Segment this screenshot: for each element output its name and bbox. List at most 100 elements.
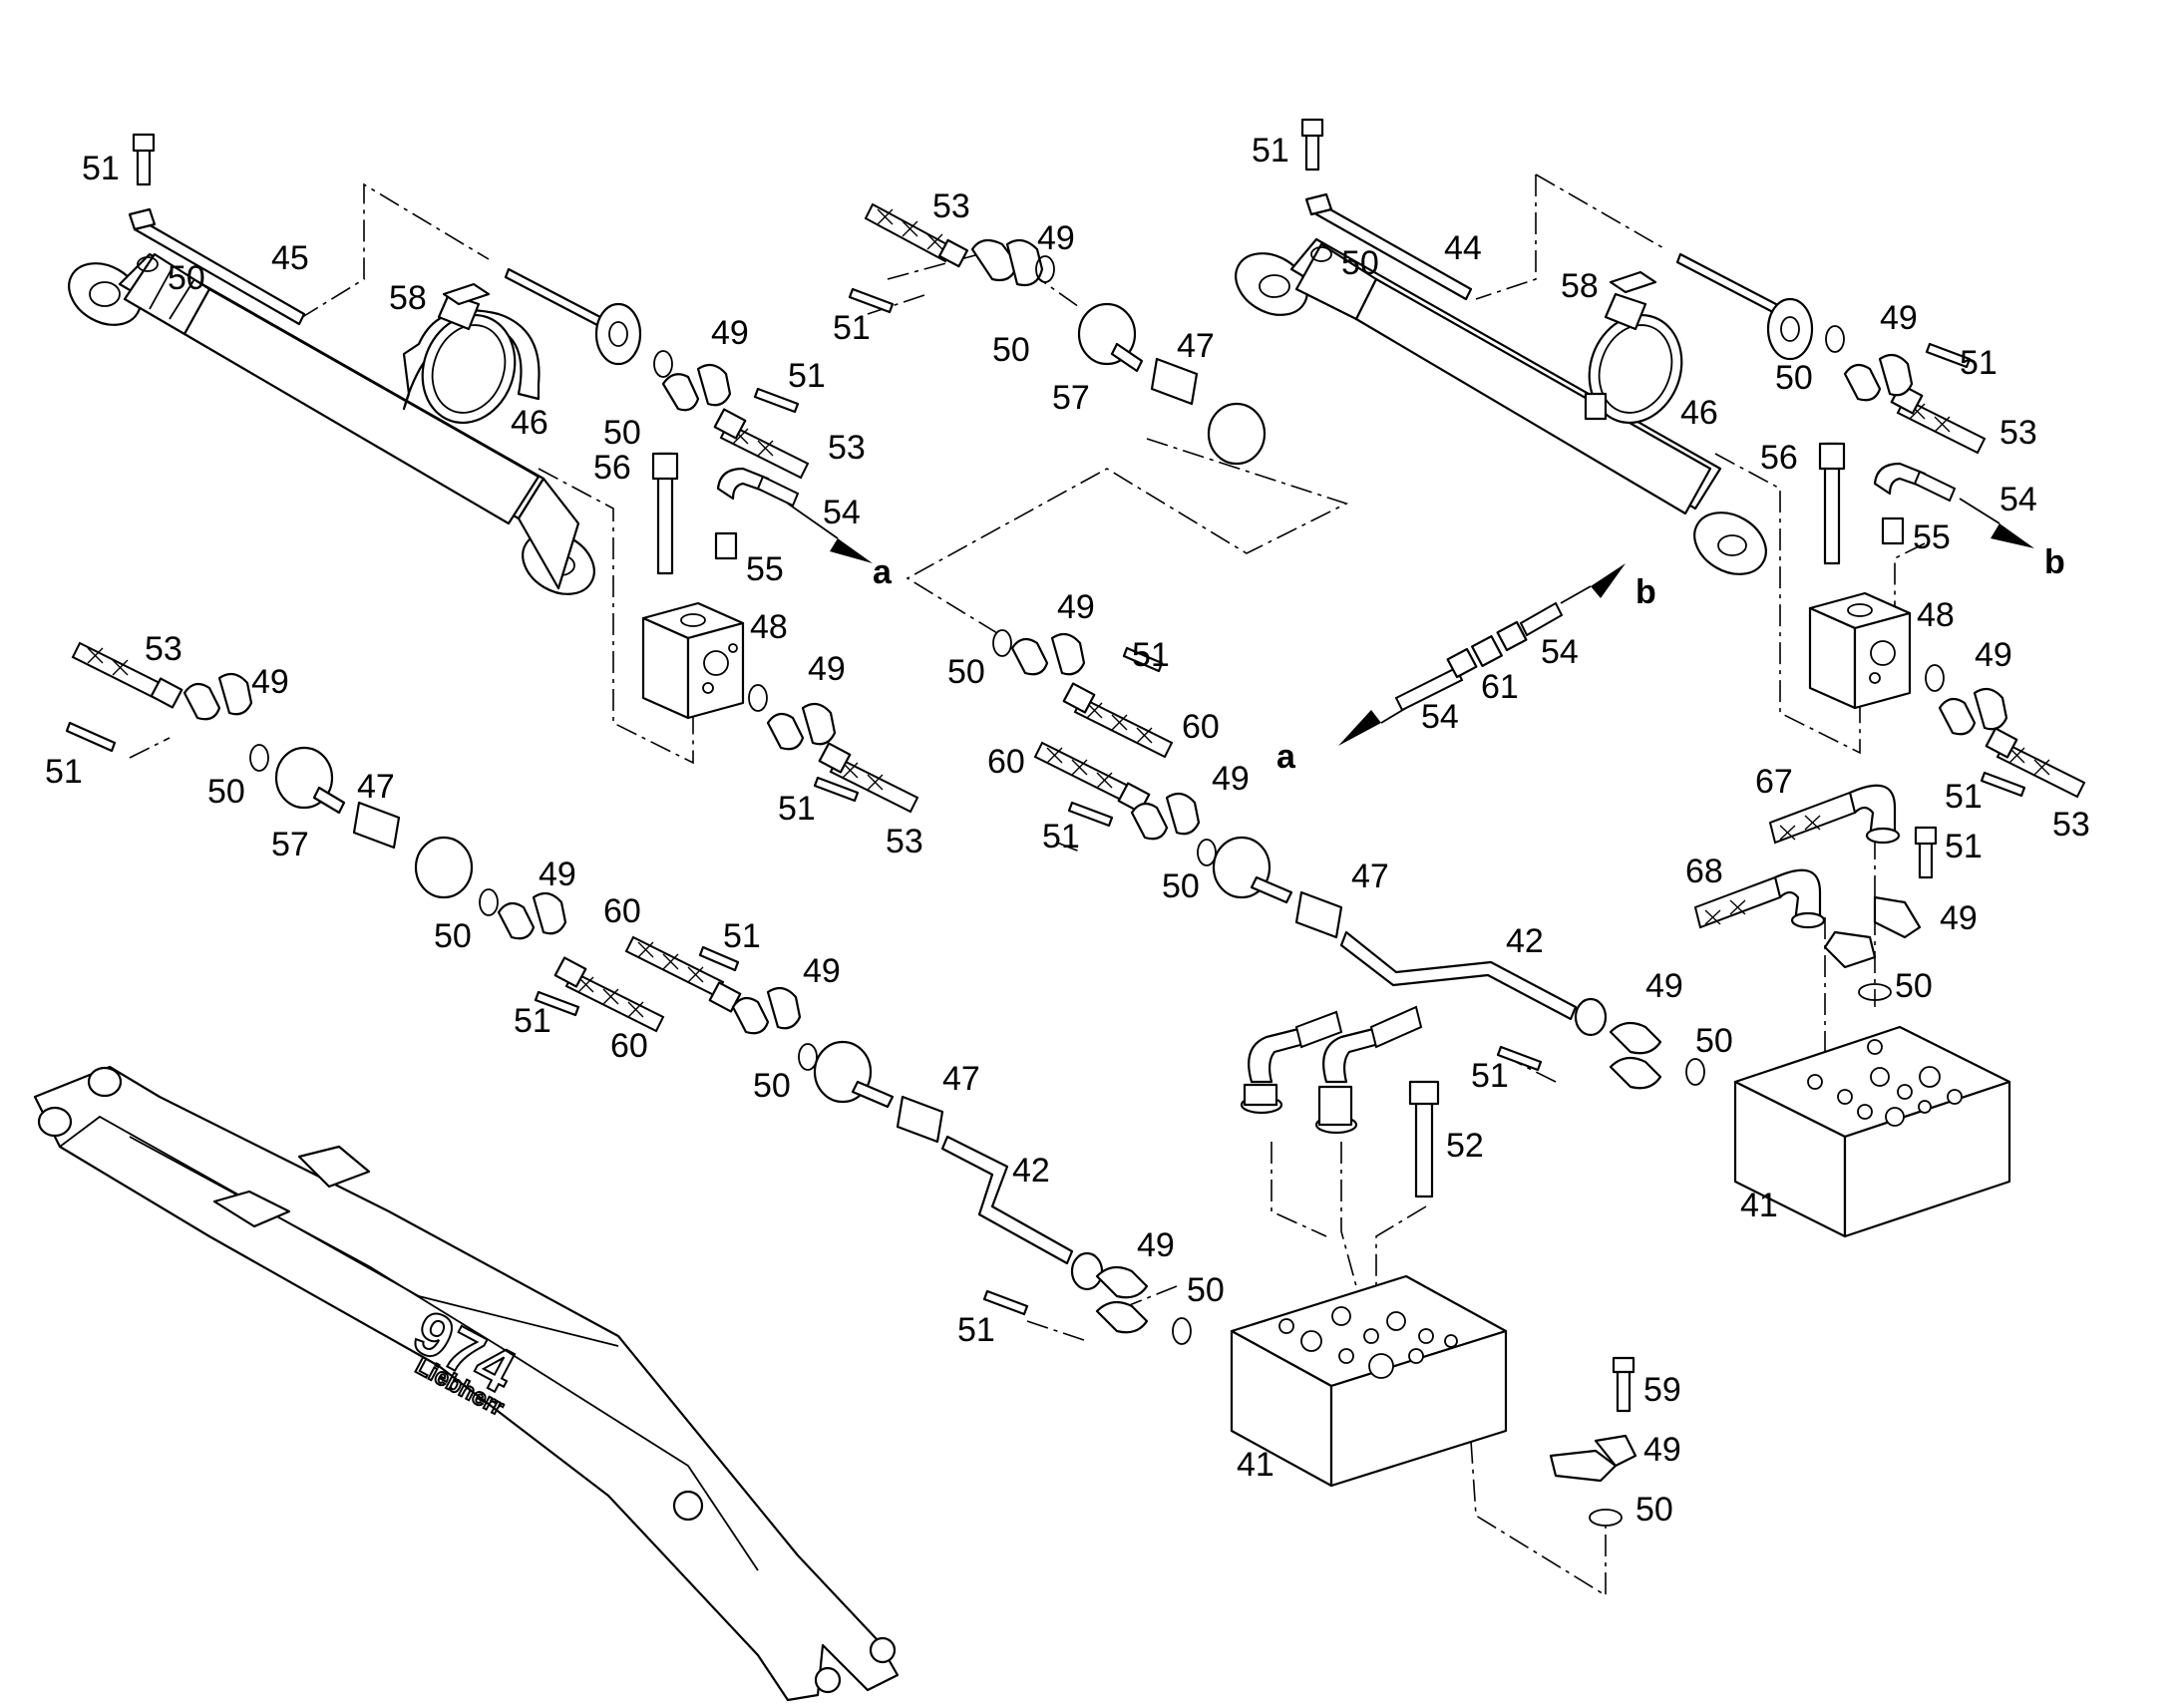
callout-47: 47 [942, 1060, 980, 1098]
callout-50: 50 [1187, 1271, 1225, 1309]
callout-52: 52 [1446, 1127, 1484, 1165]
bolt-59 [1612, 1356, 1635, 1413]
callout-50: 50 [1895, 967, 1933, 1005]
callout-54: 54 [1541, 633, 1579, 671]
callout-49: 49 [1643, 1431, 1681, 1469]
connector-b-center: b [1635, 573, 1656, 611]
callout-50: 50 [1341, 244, 1379, 282]
connector-a-top: a [873, 553, 893, 591]
pipe-44 [1304, 192, 1797, 324]
callout-51: 51 [788, 357, 826, 395]
callout-50: 50 [753, 1067, 791, 1105]
callout-67: 67 [1755, 763, 1793, 801]
bolt-56-left [651, 452, 679, 575]
callout-54: 54 [823, 494, 861, 531]
flange-57-center [1212, 836, 1343, 939]
connector-b-right: b [2044, 543, 2065, 581]
callout-41: 41 [1237, 1446, 1274, 1484]
callout-60: 60 [987, 743, 1025, 781]
callout-49: 49 [1057, 588, 1095, 626]
callout-49: 49 [251, 663, 289, 701]
callout-51: 51 [957, 1311, 995, 1349]
callout-57: 57 [1052, 379, 1090, 417]
boom-arm: 974 Liebherr [33, 1065, 900, 1702]
bolt-56-right [1818, 442, 1846, 565]
clamp-46 [402, 292, 541, 425]
callout-47: 47 [357, 768, 395, 806]
callout-labels: 51 50 45 58 46 53 49 51 50 47 57 49 51 5… [45, 132, 2090, 1529]
callout-49: 49 [711, 314, 749, 352]
pipe-45 [128, 207, 625, 339]
valve-block-48-left [641, 601, 745, 720]
callout-49: 49 [539, 855, 576, 893]
callout-56: 56 [593, 449, 631, 487]
callout-51: 51 [82, 150, 120, 187]
callout-50: 50 [947, 653, 985, 691]
callout-57: 57 [271, 826, 309, 863]
valve-block-48-right [1808, 591, 1912, 710]
callout-46: 46 [511, 404, 548, 442]
callout-53: 53 [828, 429, 866, 467]
callout-50: 50 [434, 917, 472, 955]
callout-51: 51 [514, 1002, 551, 1040]
callout-50: 50 [1635, 1491, 1673, 1529]
callout-47: 47 [1177, 327, 1215, 365]
callout-58: 58 [1561, 267, 1599, 305]
callout-49: 49 [1037, 219, 1075, 257]
callout-53: 53 [1999, 414, 2037, 452]
callout-41: 41 [1740, 1187, 1778, 1224]
callout-42: 42 [1012, 1152, 1050, 1190]
callout-54: 54 [1999, 481, 2037, 518]
valve-block-41-lower [1230, 1274, 1508, 1488]
callout-49: 49 [1645, 967, 1683, 1005]
pipe-42-lower [940, 1135, 1104, 1291]
connector-arrows [787, 498, 2034, 746]
pipe-42-center [1339, 930, 1608, 1037]
callout-53: 53 [886, 823, 923, 860]
callout-51: 51 [1042, 818, 1080, 855]
elbow-67 [1768, 784, 1901, 845]
flange-57-left [274, 746, 474, 899]
plate-58-right [1609, 270, 1657, 294]
callout-60: 60 [610, 1027, 648, 1065]
connector-a-center: a [1276, 738, 1296, 776]
callout-54: 54 [1421, 698, 1459, 736]
callout-51: 51 [1945, 828, 1983, 865]
callout-48: 48 [1917, 596, 1955, 634]
callout-45: 45 [271, 239, 309, 277]
callout-55: 55 [1913, 518, 1951, 556]
callout-50: 50 [168, 259, 205, 297]
callout-58: 58 [389, 279, 427, 317]
flange-57-top [1077, 302, 1267, 466]
flange-57-lower [813, 1040, 944, 1144]
split-flanges-49 [182, 238, 2008, 1483]
callout-68: 68 [1685, 853, 1723, 890]
callout-50: 50 [603, 414, 641, 452]
callout-55: 55 [746, 550, 784, 588]
callout-50: 50 [207, 773, 245, 811]
valve-block-41-right [1733, 1025, 2011, 1238]
bolts-51 [65, 118, 2026, 1316]
callout-49: 49 [1137, 1226, 1175, 1264]
callout-51: 51 [1945, 778, 1983, 816]
elbow-68 [1693, 868, 1826, 929]
callout-50: 50 [1162, 867, 1200, 905]
callout-51: 51 [1252, 132, 1289, 170]
callout-53: 53 [145, 630, 182, 668]
flange-head-left [594, 302, 642, 366]
right-hydraulic-cylinder [1235, 237, 1767, 575]
callout-51: 51 [833, 309, 871, 347]
callout-60: 60 [1182, 708, 1220, 746]
callout-51: 51 [723, 917, 761, 955]
left-hydraulic-cylinder [68, 252, 595, 595]
callout-49: 49 [1212, 760, 1250, 798]
callout-49: 49 [803, 952, 841, 990]
callout-46: 46 [1680, 394, 1718, 432]
callout-61: 61 [1481, 668, 1519, 706]
plug-55 [714, 516, 1905, 560]
clamp-46-right [1584, 292, 1683, 425]
callout-51: 51 [45, 753, 83, 791]
callout-49: 49 [1880, 299, 1918, 337]
callout-50: 50 [1775, 359, 1813, 397]
callout-51: 51 [1471, 1057, 1509, 1095]
